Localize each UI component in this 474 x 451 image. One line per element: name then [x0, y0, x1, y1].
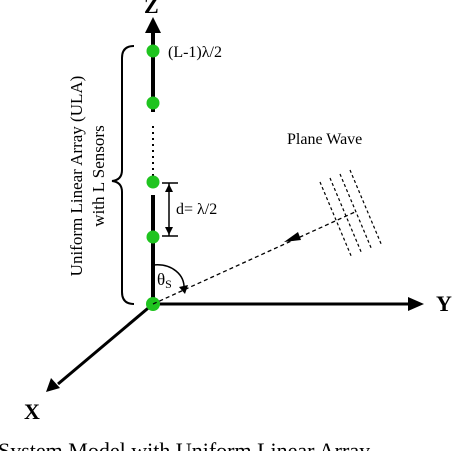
- brace-label-line2: with L Sensors: [89, 125, 108, 226]
- angle-subscript: S: [165, 277, 172, 291]
- spacing-indicator: d= λ/2: [162, 182, 217, 237]
- figure-caption: System Model with Uniform Linear Array: [0, 438, 370, 451]
- wavefront-lines: [319, 169, 383, 259]
- x-axis-arrowhead: [46, 378, 60, 392]
- angle-arc: [152, 264, 188, 294]
- plane-wave-label: Plane Wave: [287, 131, 362, 148]
- y-axis-label: Y: [436, 291, 452, 316]
- array-brace: [111, 45, 135, 305]
- brace-label: Uniform Linear Array (ULA) with L Sensor…: [67, 76, 108, 277]
- spacing-label: d= λ/2: [176, 201, 217, 218]
- angle-symbol: θ: [157, 270, 165, 289]
- y-axis-arrowhead: [408, 297, 424, 311]
- sensor: [146, 96, 160, 110]
- y-axis: Y: [153, 291, 452, 316]
- z-axis-arrowhead: [145, 17, 161, 33]
- sensor: [146, 230, 160, 244]
- wave-direction-arrowhead: [284, 232, 301, 242]
- sensor: [146, 175, 160, 189]
- x-axis: X: [24, 302, 154, 424]
- top-sensor-label: (L-1)λ/2: [168, 44, 222, 61]
- x-axis-label: X: [24, 399, 40, 424]
- brace-label-line1: Uniform Linear Array (ULA): [67, 76, 86, 277]
- sensors: [146, 44, 160, 311]
- sensor: [146, 44, 160, 58]
- z-axis-label: Z: [144, 0, 159, 18]
- angle-label: θS: [157, 270, 172, 291]
